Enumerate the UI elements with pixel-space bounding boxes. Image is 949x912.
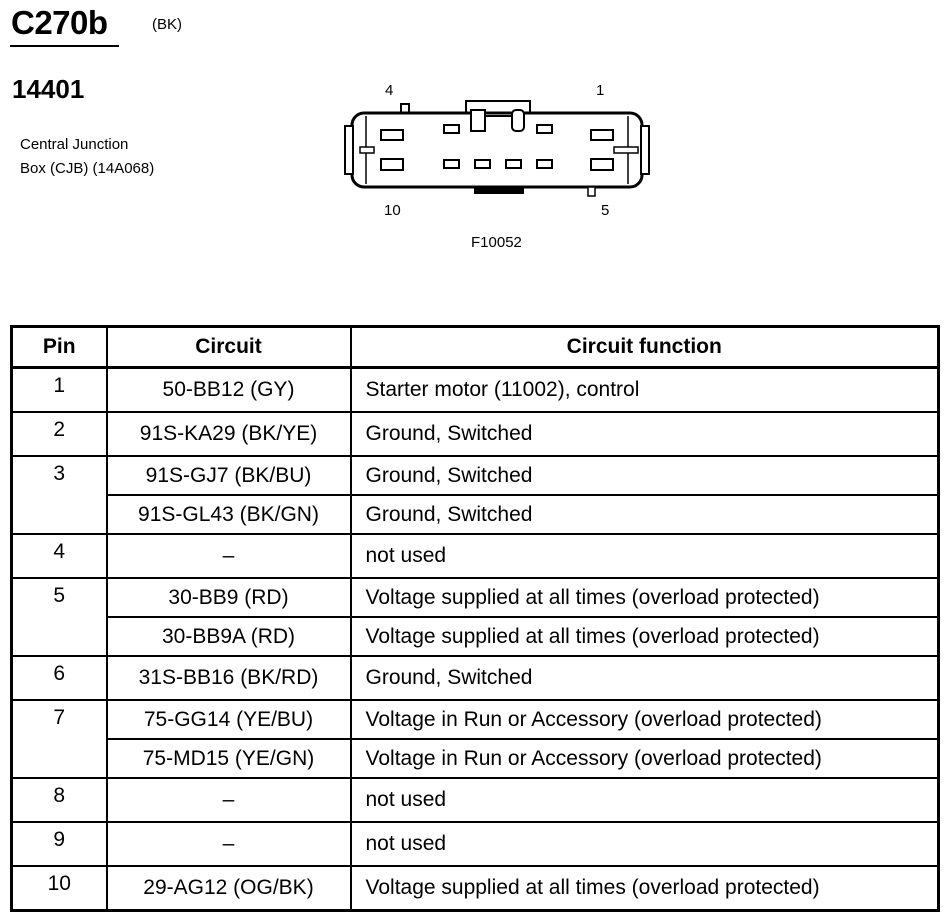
pin-cell: 9 [10, 821, 108, 867]
pin-cell: 1 [10, 366, 108, 413]
circuit-cell: 30-BB9A (RD) [105, 616, 352, 657]
location-line-2: Box (CJB) (14A068) [20, 160, 155, 177]
header-circuit-function: Circuit function [349, 325, 940, 369]
title-underline [10, 45, 119, 47]
table-row: 91S-GL43 (BK/GN) Ground, Switched [12, 494, 940, 535]
circuit-cell: 91S-KA29 (BK/YE) [105, 411, 352, 457]
part-number: 14401 [12, 74, 85, 104]
pin-cavity-10 [380, 158, 404, 171]
tab-bottom-right [587, 186, 596, 197]
pin-label-5: 5 [601, 202, 610, 219]
pin-label-1: 1 [596, 82, 605, 99]
table-row: 30-BB9A (RD) Voltage supplied at all tim… [12, 616, 940, 657]
table-row: 6 31S-BB16 (BK/RD) Ground, Switched [10, 655, 940, 701]
key-bottom [474, 187, 524, 194]
circuit-cell: – [105, 821, 352, 867]
circuit-cell: 31S-BB16 (BK/RD) [105, 655, 352, 701]
table-row: 8 – not used [10, 777, 940, 823]
table-header-row: Pin Circuit Circuit function [10, 325, 940, 369]
connector-id: C270b [11, 4, 108, 41]
pinout-table: Pin Circuit Circuit function 1 50-BB12 (… [10, 325, 940, 912]
header-circuit: Circuit [105, 325, 352, 369]
pin-cavity-6 [536, 159, 553, 169]
function-cell: Voltage supplied at all times (overload … [349, 616, 940, 657]
circuit-cell: 75-MD15 (YE/GN) [105, 738, 352, 779]
function-cell: Starter motor (11002), control [349, 366, 940, 413]
connector-housing [350, 111, 644, 189]
function-cell: not used [349, 821, 940, 867]
pin-cavity-8 [474, 159, 491, 169]
ear-left [344, 125, 354, 175]
function-cell: Voltage in Run or Accessory (overload pr… [349, 699, 940, 740]
function-cell: not used [349, 777, 940, 823]
function-cell: Ground, Switched [349, 455, 940, 496]
function-cell: Voltage in Run or Accessory (overload pr… [349, 738, 940, 779]
pin-cavity-2 [536, 124, 553, 134]
table-row: 5 30-BB9 (RD) Voltage supplied at all ti… [10, 577, 940, 657]
table-row: 9 – not used [10, 821, 940, 867]
table-row: 2 91S-KA29 (BK/YE) Ground, Switched [10, 411, 940, 457]
function-cell: Ground, Switched [349, 411, 940, 457]
circuit-cell: 30-BB9 (RD) [105, 577, 352, 618]
circuit-cell: 29-AG12 (OG/BK) [105, 865, 352, 912]
function-cell: Ground, Switched [349, 494, 940, 535]
pin-label-4: 4 [385, 82, 394, 99]
function-cell: Ground, Switched [349, 655, 940, 701]
pin-cell: 7 [10, 699, 108, 779]
function-cell: not used [349, 533, 940, 579]
pin-cavity-3 [443, 124, 460, 134]
pin-cell: 3 [10, 455, 108, 535]
table-row: 75-MD15 (YE/GN) Voltage in Run or Access… [12, 738, 940, 779]
table-row: 1 50-BB12 (GY) Starter motor (11002), co… [10, 366, 940, 413]
pin-cell: 2 [10, 411, 108, 457]
table-row: 10 29-AG12 (OG/BK) Voltage supplied at a… [10, 865, 940, 912]
pin-label-10: 10 [384, 202, 401, 219]
table-row: 4 – not used [10, 533, 940, 579]
pin-cavity-5 [590, 158, 614, 171]
connector-color: (BK) [152, 16, 182, 33]
function-cell: Voltage supplied at all times (overload … [349, 865, 940, 912]
table-row: 3 91S-GJ7 (BK/BU) Ground, Switched [10, 455, 940, 535]
location-line-1: Central Junction [20, 136, 129, 153]
function-cell: Voltage supplied at all times (overload … [349, 577, 940, 618]
circuit-cell: – [105, 777, 352, 823]
pin-cell: 6 [10, 655, 108, 701]
pin-cell: 8 [10, 777, 108, 823]
pin-cavity-9 [443, 159, 460, 169]
pin-cell: 5 [10, 577, 108, 657]
pin-cell: 10 [10, 865, 108, 912]
ear-right [640, 125, 650, 175]
pin-cavity-4 [380, 129, 404, 141]
pin-cavity-7 [505, 159, 522, 169]
circuit-cell: 91S-GJ7 (BK/BU) [105, 455, 352, 496]
figure-number: F10052 [471, 234, 522, 251]
header-pin: Pin [10, 325, 108, 369]
pin-cell: 4 [10, 533, 108, 579]
connector-face-diagram [344, 100, 650, 197]
table-row: 7 75-GG14 (YE/BU) Voltage in Run or Acce… [10, 699, 940, 779]
circuit-cell: 91S-GL43 (BK/GN) [105, 494, 352, 535]
circuit-cell: – [105, 533, 352, 579]
circuit-cell: 75-GG14 (YE/BU) [105, 699, 352, 740]
circuit-cell: 50-BB12 (GY) [105, 366, 352, 413]
pin-cavity-1 [590, 129, 614, 141]
